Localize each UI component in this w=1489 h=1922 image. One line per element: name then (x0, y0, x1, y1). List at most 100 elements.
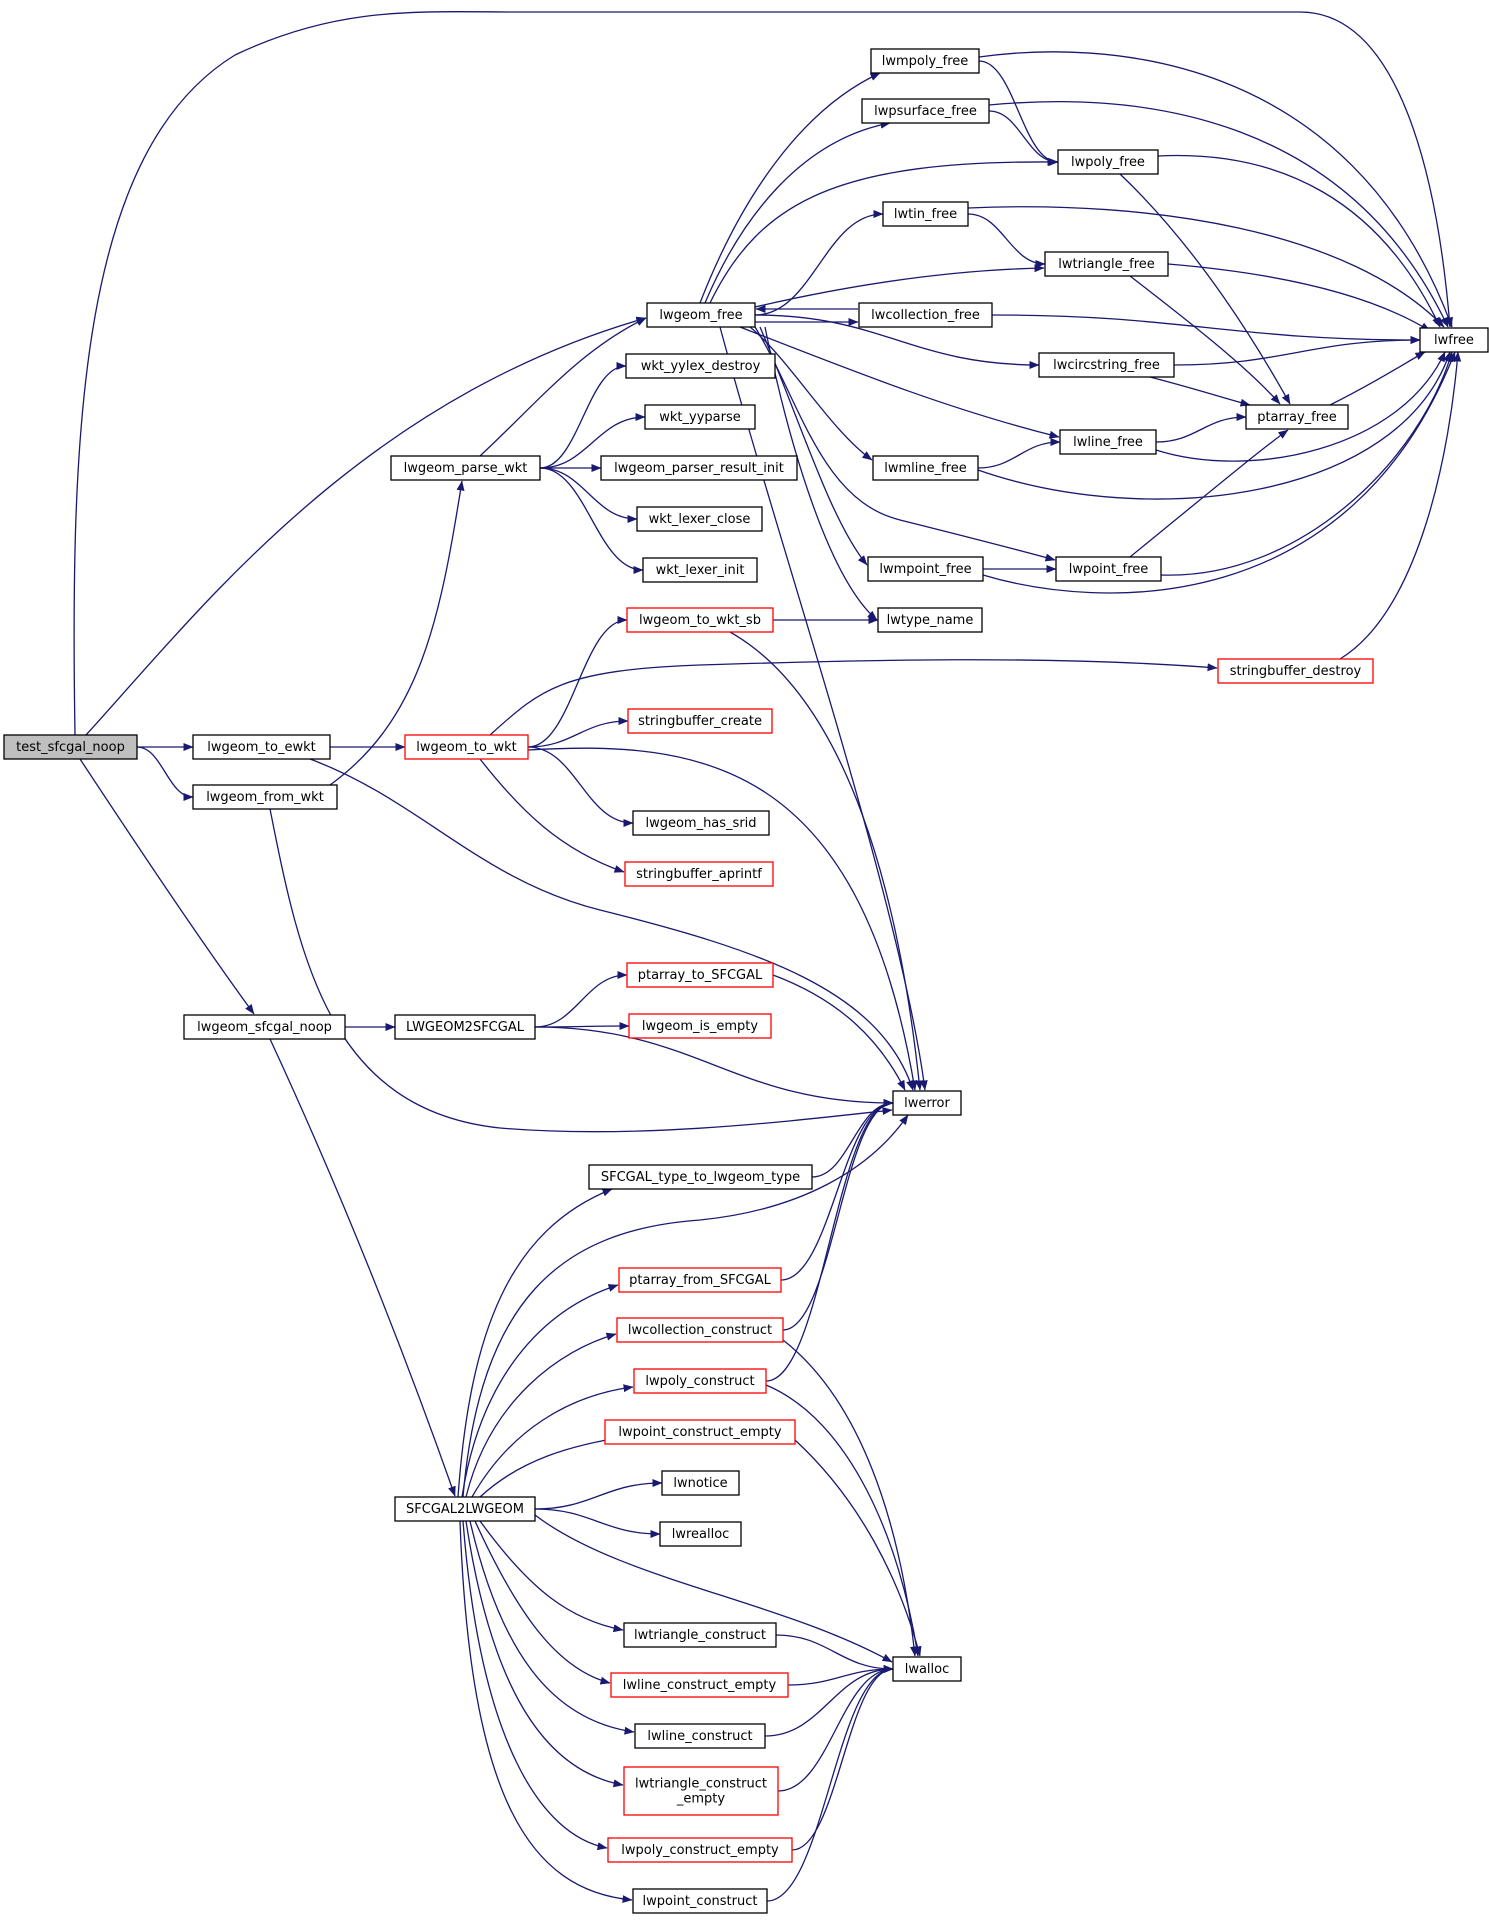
edge-test_sfcgal_noop-to-lwfree (73, 11, 1454, 736)
node-box (636, 506, 763, 532)
node-lwalloc[interactable]: lwalloc (892, 1656, 962, 1682)
edge-SFCGAL2LWGEOM-to-lwrealloc (534, 1508, 661, 1538)
node-lwmpoly_free[interactable]: lwmpoly_free (870, 48, 980, 74)
node-label: lwmpoly_free (882, 54, 969, 69)
edge-lwtriangle_construct_empty-to-lwalloc (777, 1665, 894, 1792)
edge-SFCGAL2LWGEOM-to-lwcollection_construct (465, 1332, 617, 1498)
edge-lwgeom_to_wkt-to-lwerror (527, 747, 918, 1091)
node-lwgeom_parser_result_init[interactable]: lwgeom_parser_result_init (600, 455, 798, 481)
node-test_sfcgal_noop[interactable]: test_sfcgal_noop (3, 734, 138, 760)
node-label: lwpsurface_free (874, 104, 977, 119)
node-lwgeom_to_wkt_sb[interactable]: lwgeom_to_wkt_sb (626, 607, 774, 633)
node-box (390, 455, 541, 481)
edges (73, 11, 1462, 1904)
edge-LWGEOM2SFCGAL-to-ptarray_to_SFCGAL (534, 971, 628, 1028)
node-LWGEOM2SFCGAL[interactable]: LWGEOM2SFCGAL (394, 1014, 536, 1040)
node-wkt_lexer_init[interactable]: wkt_lexer_init (642, 557, 758, 583)
node-lwcollection_construct[interactable]: lwcollection_construct (616, 1317, 784, 1343)
node-lwmline_free[interactable]: lwmline_free (872, 455, 979, 481)
node-wkt_yylex_destroy[interactable]: wkt_yylex_destroy (625, 353, 776, 379)
edge-lwgeom_parse_wkt-to-lwgeom_free (479, 317, 647, 457)
node-label: lwgeom_to_ewkt (207, 740, 315, 755)
node-lwmpoint_free[interactable]: lwmpoint_free (867, 556, 984, 582)
node-lwpoint_construct_empty[interactable]: lwpoint_construct_empty (604, 1419, 796, 1445)
node-label: lwgeom_is_empty (642, 1019, 759, 1034)
edge-lwmline_free-to-lwfree (977, 351, 1451, 500)
edge-lwline_construct-to-lwalloc (764, 1665, 894, 1737)
node-label: lwline_construct (647, 1729, 752, 1744)
edge-lwtriangle_construct-to-lwalloc (775, 1634, 894, 1673)
edge-test_sfcgal_noop-to-lwgeom_free (85, 316, 647, 736)
node-box (604, 1419, 796, 1445)
node-label: lwtype_name (887, 613, 974, 628)
edge-lwtin_free-to-lwtriangle_free (967, 213, 1046, 268)
node-lwpoint_construct[interactable]: lwpoint_construct (632, 1888, 768, 1914)
node-lwgeom_is_empty[interactable]: lwgeom_is_empty (628, 1013, 772, 1039)
edge-lwgeom_to_wkt-to-stringbuffer_aprintf (479, 758, 625, 873)
node-lwpsurface_free[interactable]: lwpsurface_free (861, 98, 990, 124)
node-lwpoly_free[interactable]: lwpoly_free (1057, 149, 1159, 175)
node-box (1057, 149, 1159, 175)
node-lwpoint_free[interactable]: lwpoint_free (1055, 556, 1162, 582)
node-box (877, 607, 983, 633)
edge-lwpsurface_free-to-lwfree (988, 101, 1449, 328)
edge-lwgeom_sfcgal_noop-to-SFCGAL2LWGEOM (269, 1038, 456, 1497)
node-lwnotice[interactable]: lwnotice (661, 1470, 740, 1496)
node-lwgeom_to_wkt[interactable]: lwgeom_to_wkt (404, 734, 529, 760)
node-box (642, 557, 758, 583)
node-lwline_free[interactable]: lwline_free (1059, 429, 1157, 455)
node-stringbuffer_destroy[interactable]: stringbuffer_destroy (1217, 658, 1374, 684)
node-wkt_lexer_close[interactable]: wkt_lexer_close (636, 506, 763, 532)
node-lwpoly_construct[interactable]: lwpoly_construct (633, 1368, 767, 1394)
edge-test_sfcgal_noop-to-lwgeom_sfcgal_noop (79, 758, 255, 1015)
node-ptarray_free[interactable]: ptarray_free (1245, 404, 1349, 430)
node-stringbuffer_create[interactable]: stringbuffer_create (627, 708, 773, 734)
node-label: lwline_construct_empty (623, 1678, 777, 1693)
node-label: lwnotice (673, 1476, 727, 1491)
node-label: lwgeom_to_wkt (416, 740, 516, 755)
node-lwline_construct[interactable]: lwline_construct (634, 1723, 766, 1749)
node-lwtriangle_free[interactable]: lwtriangle_free (1044, 251, 1169, 277)
node-ptarray_from_SFCGAL[interactable]: ptarray_from_SFCGAL (618, 1267, 782, 1293)
node-box (1217, 658, 1374, 684)
node-label: lwerror (904, 1096, 950, 1111)
node-lwgeom_parse_wkt[interactable]: lwgeom_parse_wkt (390, 455, 541, 481)
node-label: lwpoly_construct (645, 1374, 754, 1389)
node-lwline_construct_empty[interactable]: lwline_construct_empty (610, 1672, 789, 1698)
node-SFCGAL2LWGEOM[interactable]: SFCGAL2LWGEOM (394, 1496, 536, 1522)
node-box (632, 810, 770, 836)
node-box (623, 1766, 779, 1816)
node-ptarray_to_SFCGAL[interactable]: ptarray_to_SFCGAL (626, 962, 774, 988)
node-lwrealloc[interactable]: lwrealloc (659, 1521, 742, 1547)
node-lwgeom_to_ewkt[interactable]: lwgeom_to_ewkt (192, 734, 331, 760)
node-box (882, 201, 969, 227)
node-lwtin_free[interactable]: lwtin_free (882, 201, 969, 227)
node-lwtype_name[interactable]: lwtype_name (877, 607, 983, 633)
node-lwgeom_has_srid[interactable]: lwgeom_has_srid (632, 810, 770, 836)
edge-lwtriangle_free-to-ptarray_free (1129, 275, 1281, 405)
edge-SFCGAL2LWGEOM-to-lwpoly_construct_empty (462, 1520, 608, 1851)
edge-lwtin_free-to-lwfree (967, 206, 1445, 328)
node-box (404, 734, 529, 760)
node-label: lwline_free (1073, 435, 1143, 450)
node-lwgeom_free[interactable]: lwgeom_free (646, 302, 756, 328)
node-lwerror[interactable]: lwerror (892, 1090, 962, 1116)
node-wkt_yyparse[interactable]: wkt_yyparse (644, 404, 756, 430)
edge-lwgeom_free-to-lwmpoly_free (699, 72, 881, 304)
node-lwtriangle_construct[interactable]: lwtriangle_construct (623, 1622, 777, 1648)
node-lwgeom_sfcgal_noop[interactable]: lwgeom_sfcgal_noop (183, 1014, 346, 1040)
node-SFCGAL_type_to_lwgeom_type[interactable]: SFCGAL_type_to_lwgeom_type (588, 1164, 813, 1190)
node-lwcircstring_free[interactable]: lwcircstring_free (1038, 352, 1175, 378)
node-lwfree[interactable]: lwfree (1419, 327, 1489, 353)
node-lwcollection_free[interactable]: lwcollection_free (858, 302, 993, 328)
node-label: lwgeom_parser_result_init (614, 461, 784, 476)
node-lwpoly_construct_empty[interactable]: lwpoly_construct_empty (607, 1837, 793, 1863)
edge-ptarray_from_SFCGAL-to-lwerror (780, 1099, 894, 1281)
node-lwgeom_from_wkt[interactable]: lwgeom_from_wkt (192, 784, 338, 810)
node-stringbuffer_aprintf[interactable]: stringbuffer_aprintf (624, 861, 774, 887)
edge-test_sfcgal_noop-to-lwgeom_from_wkt (136, 746, 194, 801)
node-lwtriangle_construct_empty[interactable]: lwtriangle_construct_empty (623, 1766, 779, 1816)
node-label: stringbuffer_create (638, 714, 762, 729)
edge-lwgeom_free-to-lwline_free (739, 326, 1060, 439)
